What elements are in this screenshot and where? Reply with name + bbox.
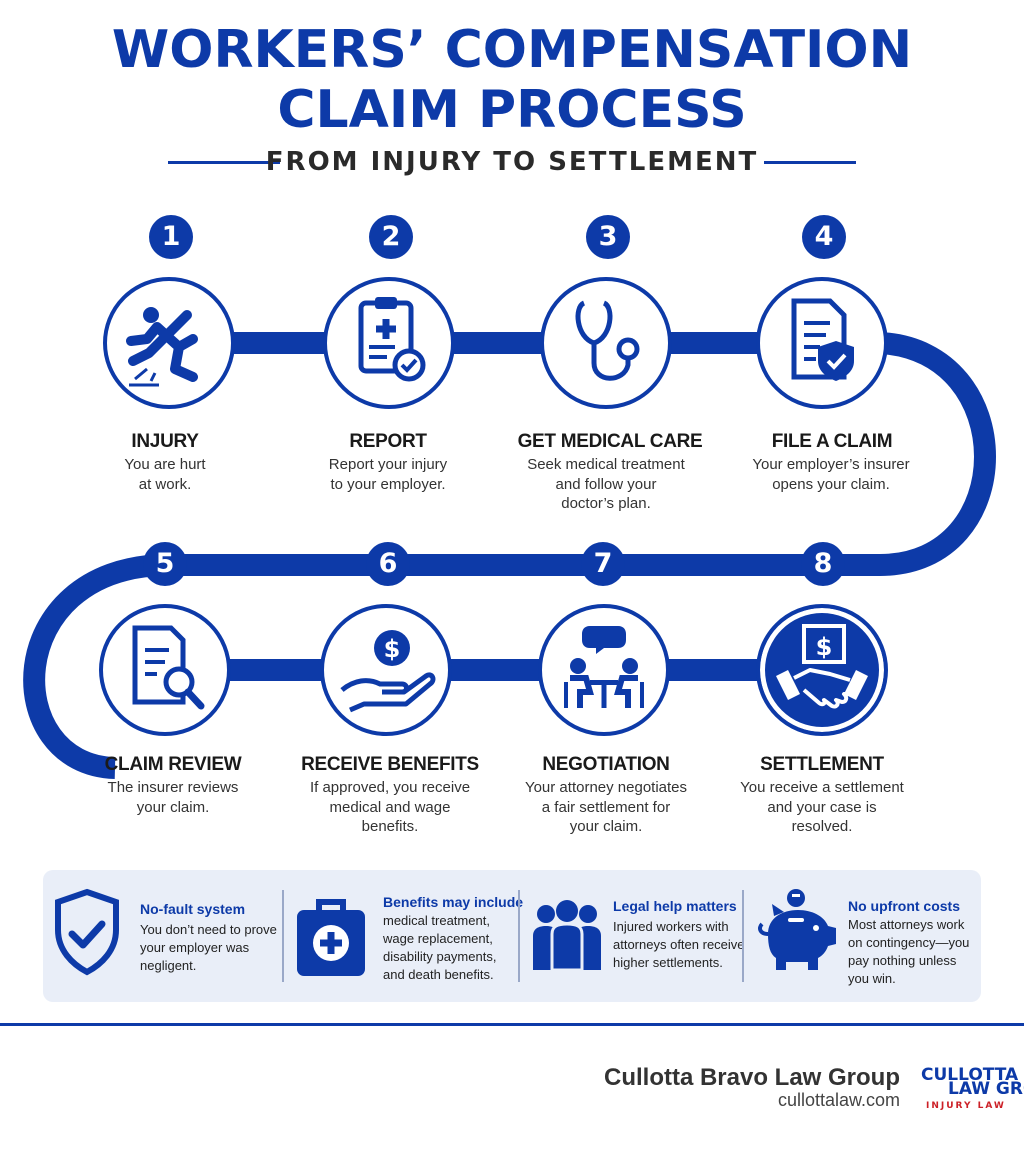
info-2-heading: Benefits may include — [383, 894, 524, 910]
info-divider-1 — [282, 890, 284, 982]
step-5-title: CLAIM REVIEW — [104, 754, 242, 775]
website-link[interactable]: cullottalaw.com — [777, 1090, 900, 1110]
step-6-description: If approved, you receive medical and wag… — [309, 779, 471, 835]
step-2-description: Report your injury to your employer. — [328, 456, 448, 493]
step-6-title: RECEIVE BENEFITS — [301, 754, 479, 775]
step-2-number: 2 — [369, 215, 413, 259]
step-4-circle — [756, 277, 888, 409]
step-8-description: You receive a settlement and your case i… — [740, 779, 904, 835]
step-2-title: REPORT — [349, 431, 427, 452]
hand-dollar-icon: $ — [340, 630, 436, 713]
clipboard-check-icon — [358, 297, 426, 382]
document-shield-icon — [791, 298, 854, 381]
step-3-description: Seek medical treatment and follow your d… — [527, 456, 685, 512]
step-7-number: 7 — [581, 542, 625, 586]
step-1-circle — [103, 277, 235, 409]
firm-name: Cullotta Bravo Law Group — [603, 1064, 900, 1091]
svg-text:$: $ — [816, 633, 833, 661]
info-4-heading: No upfront costs — [848, 898, 960, 914]
step-7-title: NEGOTIATION — [542, 754, 670, 775]
step-8-number: 8 — [801, 542, 845, 586]
medical-kit-icon — [297, 899, 365, 976]
logo-line-1: CULLOTTA — [921, 1065, 1019, 1085]
document-magnifier-icon — [132, 625, 205, 710]
info-divider-2 — [518, 890, 520, 982]
subtitle: FROM INJURY TO SETTLEMENT — [265, 147, 759, 177]
step-4-number: 4 — [802, 215, 846, 259]
svg-text:$: $ — [384, 635, 401, 663]
step-4-title: FILE A CLAIM — [771, 431, 893, 452]
logo-line-3: INJURY LAW — [926, 1101, 1006, 1111]
step-5-circle — [99, 604, 231, 736]
step-6-number: 6 — [366, 542, 410, 586]
firm-logo: CULLOTTA LAW GROUP INJURY LAW — [918, 1064, 1024, 1114]
title-line-1: WORKERS’ COMPENSATION — [111, 20, 913, 80]
info-1-text: You don’t need to prove your employer wa… — [140, 922, 277, 973]
step-8-title: SETTLEMENT — [760, 754, 884, 775]
info-1-heading: No-fault system — [140, 901, 246, 917]
step-3-number: 3 — [586, 215, 630, 259]
step-3-title: GET MEDICAL CARE — [517, 431, 703, 452]
subtitle-rule-left — [168, 161, 280, 164]
step-7-circle — [538, 604, 670, 736]
step-4-description: Your employer’s insurer opens your claim… — [752, 456, 910, 493]
step-7-description: Your attorney negotiates a fair settleme… — [524, 779, 688, 835]
logo-line-2: LAW GROUP — [948, 1079, 1024, 1099]
page-title: WORKERS’ COMPENSATION CLAIM PROCESS — [0, 20, 1024, 140]
meeting-icon — [564, 626, 644, 708]
info-2-text: medical treatment, wage replacement, dis… — [383, 913, 497, 982]
subtitle-rule-right — [764, 161, 856, 164]
step-2-circle — [323, 277, 455, 409]
step-3-circle — [540, 277, 672, 409]
title-line-2: CLAIM PROCESS — [277, 80, 747, 140]
step-5-description: The insurer reviews your claim. — [107, 779, 239, 816]
handshake-dollar-icon: $ — [776, 624, 868, 709]
info-4-text: Most attorneys work on contingency—you p… — [848, 917, 970, 986]
info-3-text: Injured workers with attorneys often rec… — [613, 919, 745, 970]
step-5-number: 5 — [143, 542, 187, 586]
step-1-description: You are hurt at work. — [124, 456, 206, 493]
piggy-bank-icon — [758, 889, 836, 970]
falling-person-icon — [126, 307, 198, 387]
footer-rule — [0, 1023, 1024, 1026]
step-6-circle: $ — [320, 604, 452, 736]
step-1-title: INJURY — [131, 431, 199, 452]
step-8-circle: $ — [756, 604, 888, 736]
stethoscope-icon — [575, 300, 640, 381]
info-3-heading: Legal help matters — [613, 898, 737, 914]
info-divider-3 — [742, 890, 744, 982]
step-1-number: 1 — [149, 215, 193, 259]
shield-check-icon — [55, 888, 119, 976]
people-group-icon — [533, 900, 601, 972]
